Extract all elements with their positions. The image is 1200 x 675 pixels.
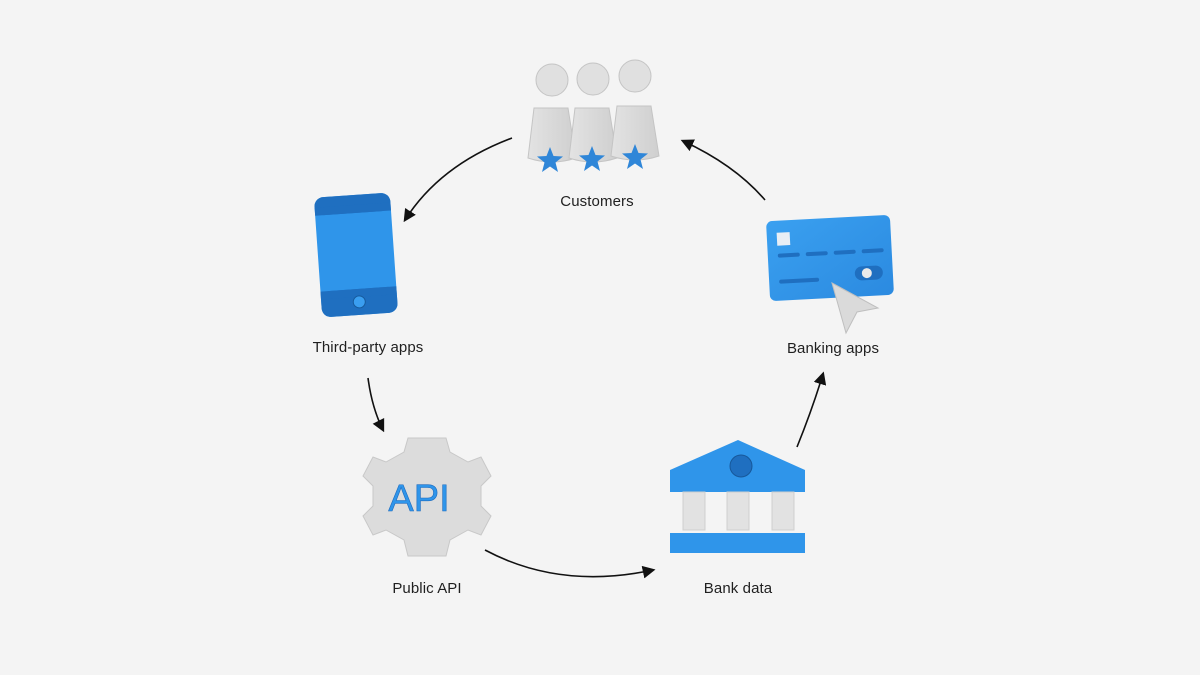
cursor-icon (831, 281, 880, 335)
arrow-bank-data-to-banking-apps (796, 371, 827, 448)
star-icon (579, 146, 605, 171)
customers-icon (527, 59, 660, 172)
customers-label: Customers (560, 193, 634, 210)
person-icon (527, 63, 577, 163)
arrow-third-party-to-public-api (367, 377, 385, 433)
gear-icon (362, 437, 492, 557)
public-api-label: Public API (392, 580, 462, 597)
arrow-banking-apps-to-customers (680, 139, 766, 201)
arrow-public-api-to-bank-data (484, 549, 656, 579)
arrow-customers-to-third-party (403, 137, 513, 223)
banking-apps-label: Banking apps (786, 340, 880, 357)
bank-data-label: Bank data (703, 580, 773, 597)
star-icon (537, 147, 563, 172)
third-party-apps-label: Third-party apps (312, 339, 424, 356)
bank-icon (670, 440, 805, 553)
api-icon-text: API (388, 478, 449, 520)
person-icon (568, 62, 618, 163)
credit-card-icon (766, 215, 894, 301)
phone-icon (314, 193, 398, 317)
star-icon (622, 144, 648, 169)
